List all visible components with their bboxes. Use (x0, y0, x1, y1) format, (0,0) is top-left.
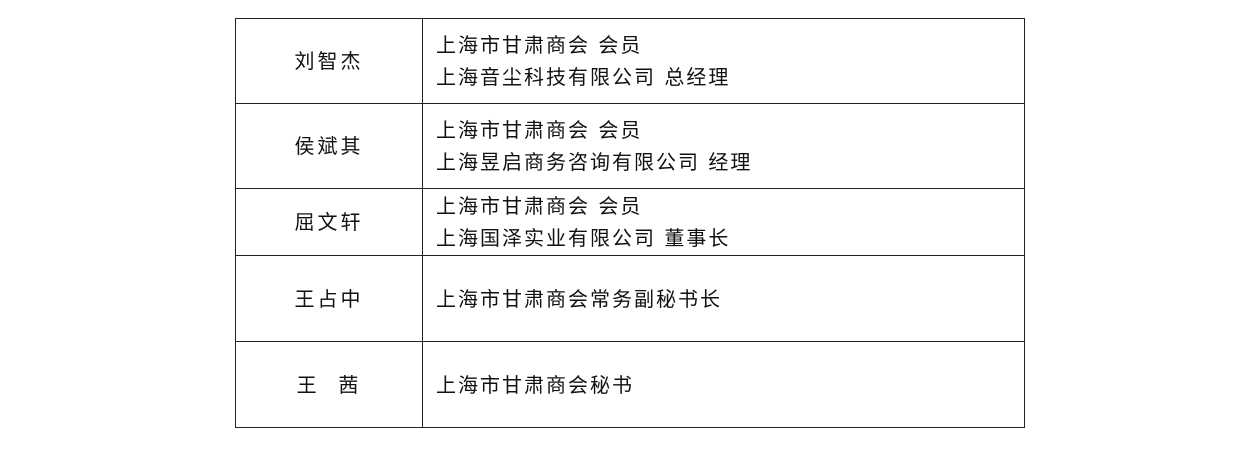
member-table: 刘智杰 上海市甘肃商会 会员 上海音尘科技有限公司 总经理 侯斌其 上海市甘肃商… (235, 18, 1025, 428)
table-row: 刘智杰 上海市甘肃商会 会员 上海音尘科技有限公司 总经理 (235, 18, 1025, 104)
member-name: 王 茜 (235, 341, 423, 428)
member-name: 王占中 (235, 255, 423, 342)
table-row: 王占中 上海市甘肃商会常务副秘书长 (235, 255, 1025, 342)
member-roles: 上海市甘肃商会 会员 上海昱启商务咨询有限公司 经理 (422, 103, 1025, 189)
member-roles: 上海市甘肃商会 会员 上海音尘科技有限公司 总经理 (422, 18, 1025, 104)
member-roles: 上海市甘肃商会 会员 上海国泽实业有限公司 董事长 (422, 188, 1025, 256)
role-line: 上海市甘肃商会 会员 (436, 33, 643, 57)
role-line: 上海国泽实业有限公司 董事长 (436, 226, 731, 250)
member-name: 刘智杰 (235, 18, 423, 104)
role-line: 上海昱启商务咨询有限公司 经理 (436, 150, 753, 174)
member-roles: 上海市甘肃商会常务副秘书长 (422, 255, 1025, 342)
member-roles: 上海市甘肃商会秘书 (422, 341, 1025, 428)
role-line: 上海市甘肃商会秘书 (436, 372, 634, 397)
member-name: 屈文轩 (235, 188, 423, 256)
role-line: 上海市甘肃商会常务副秘书长 (436, 286, 722, 311)
table-row: 王 茜 上海市甘肃商会秘书 (235, 341, 1025, 428)
table-row: 屈文轩 上海市甘肃商会 会员 上海国泽实业有限公司 董事长 (235, 188, 1025, 256)
table-row: 侯斌其 上海市甘肃商会 会员 上海昱启商务咨询有限公司 经理 (235, 103, 1025, 189)
role-line: 上海市甘肃商会 会员 (436, 118, 643, 142)
role-line: 上海音尘科技有限公司 总经理 (436, 65, 731, 89)
role-line: 上海市甘肃商会 会员 (436, 194, 643, 218)
member-name: 侯斌其 (235, 103, 423, 189)
